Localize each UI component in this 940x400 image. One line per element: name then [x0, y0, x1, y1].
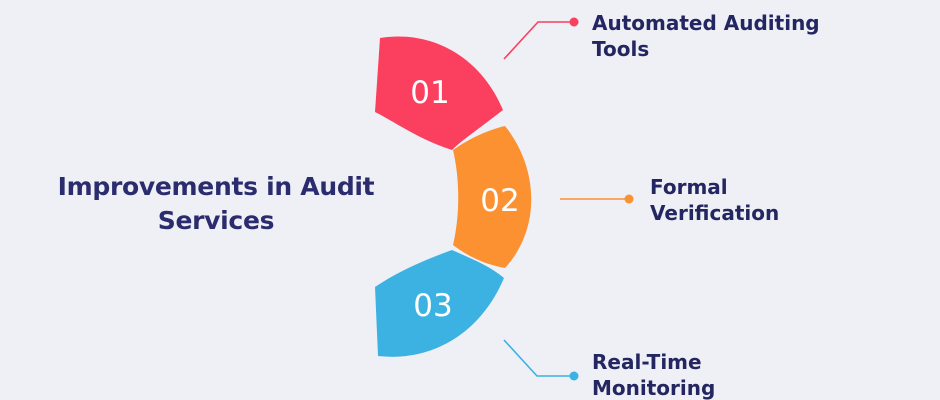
item-03-label: Real-Time Monitoring	[592, 349, 715, 400]
item-02-label-line-1: Formal	[650, 175, 728, 199]
item-03-label-line-1: Real-Time	[592, 350, 702, 374]
connector-01-dot	[569, 17, 579, 27]
diagram-title-line-1: Improvements in Audit	[57, 172, 375, 201]
connector-01-line	[503, 21, 573, 60]
segment-02-number: 02	[480, 183, 519, 219]
connector-03-dot	[569, 371, 579, 381]
item-02-label-line-2: Verification	[650, 201, 780, 225]
item-01-label: Automated Auditing Tools	[592, 10, 820, 62]
segment-03-number: 03	[413, 288, 452, 324]
segment-03	[375, 250, 504, 357]
segment-01	[375, 36, 503, 150]
diagram-title-line-2: Services	[157, 206, 275, 235]
item-02-label: Formal Verification	[650, 174, 779, 226]
diagram-title: Improvements in Audit Services	[20, 170, 412, 238]
segment-02	[453, 126, 532, 268]
item-03-label-line-2: Monitoring	[592, 376, 716, 400]
item-01-label-line-2: Tools	[592, 37, 650, 61]
segment-01-number: 01	[410, 75, 449, 111]
item-01-label-line-1: Automated Auditing	[592, 11, 820, 35]
connector-02-dot	[624, 194, 634, 204]
connector-03-line	[503, 339, 573, 377]
